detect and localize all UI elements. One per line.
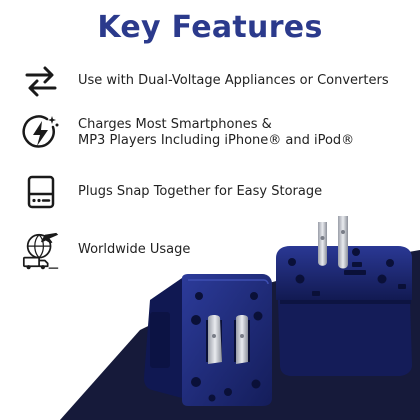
swap-arrows-icon (20, 60, 62, 102)
travel-globe-icon (20, 229, 62, 271)
adapter-left (144, 274, 272, 406)
hard-drive-icon (20, 171, 62, 213)
feature-text-line: Charges Most Smartphones & (78, 117, 272, 132)
feature-text: Worldwide Usage (78, 242, 191, 257)
feature-text: Use with Dual-Voltage Appliances or Conv… (78, 73, 389, 88)
page-title: Key Features (97, 10, 323, 45)
feature-snap-storage: Plugs Snap Together for Easy Storage (20, 171, 322, 213)
feature-dual-voltage: Use with Dual-Voltage Appliances or Conv… (20, 60, 389, 102)
charging-bolt-icon (20, 112, 62, 154)
feature-text: Plugs Snap Together for Easy Storage (78, 184, 323, 199)
adapter-right (276, 216, 412, 376)
feature-charges-phones: Charges Most Smartphones & MP3 Players I… (20, 112, 354, 154)
feature-text-line: MP3 Players Including iPhone® and iPod® (78, 133, 355, 148)
feature-worldwide: Worldwide Usage (20, 229, 190, 271)
feature-text: Charges Most Smartphones & MP3 Players I… (78, 117, 354, 149)
